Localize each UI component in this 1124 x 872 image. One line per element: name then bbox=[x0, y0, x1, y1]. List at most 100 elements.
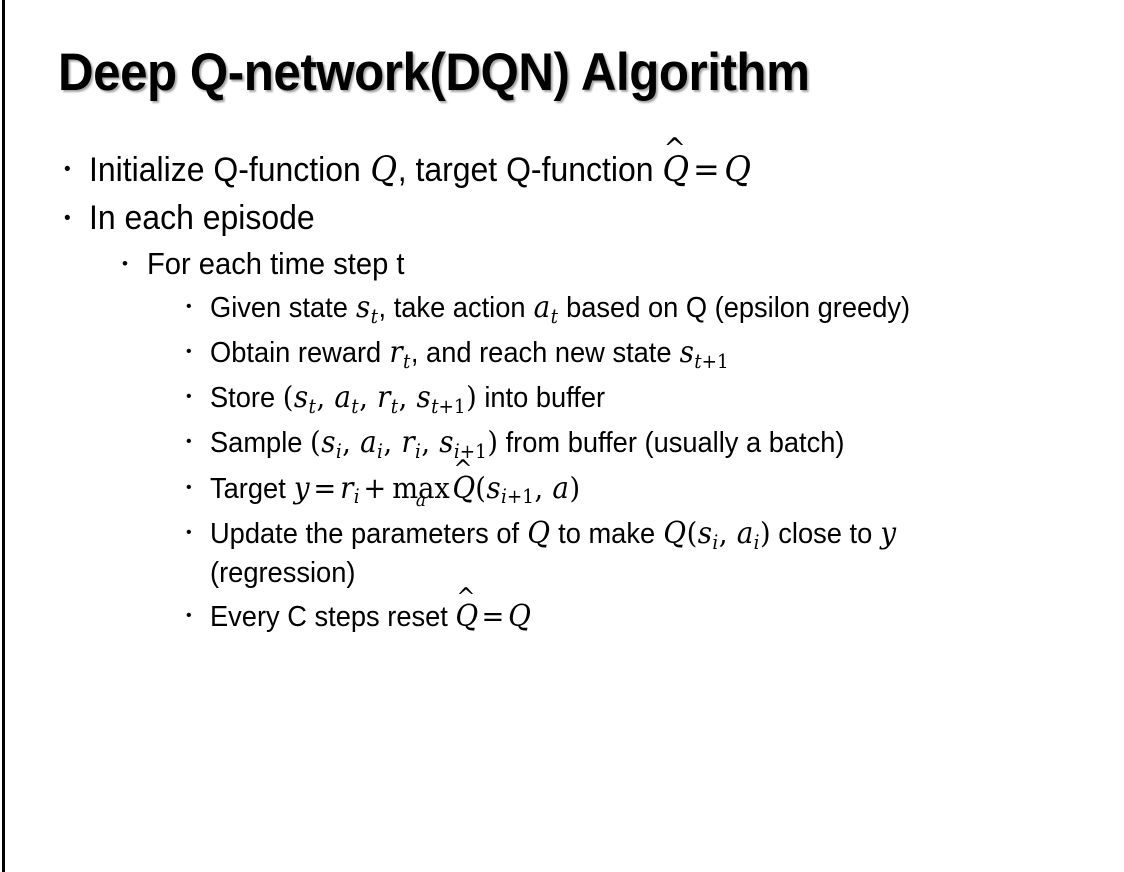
circumflex-accent-icon: ^ bbox=[456, 582, 476, 612]
algorithm-bullet-list: • Initialize Q-function Q, target Q-funct… bbox=[0, 131, 1124, 640]
math-operator: = bbox=[481, 598, 505, 633]
math-hat-variable: ^Q bbox=[452, 454, 476, 505]
math-punctuation: , bbox=[383, 425, 401, 460]
math-variable: Q bbox=[724, 150, 751, 190]
bullet-text-run: to make bbox=[550, 517, 663, 550]
math-variable: ai bbox=[360, 425, 383, 464]
bullet-text-run: into buffer bbox=[476, 382, 606, 415]
math-variable: Q bbox=[663, 515, 687, 550]
bullet-point-icon: • bbox=[186, 342, 192, 360]
page-title: Deep Q-network(DQN) Algorithm bbox=[58, 43, 810, 102]
math-subscript: t bbox=[550, 304, 558, 328]
bullet-text-run: , and reach new state bbox=[410, 336, 680, 369]
math-variable: ai bbox=[736, 515, 760, 554]
math-operator: = bbox=[313, 470, 337, 505]
bullet-content: Every C steps reset ^Q=Q bbox=[210, 585, 1047, 637]
bullet-initialize-q: • Initialize Q-function Q, target Q-funct… bbox=[0, 131, 1124, 193]
bullet-in-each-episode: •In each episode bbox=[0, 197, 1124, 241]
math-punctuation: ) bbox=[487, 425, 499, 460]
math-variable: at bbox=[533, 289, 558, 328]
math-subscript: i bbox=[335, 440, 342, 464]
math-variable: ri bbox=[401, 425, 421, 464]
math-punctuation: , bbox=[718, 515, 737, 550]
math-punctuation: , bbox=[398, 380, 416, 415]
math-subscript: t+1 bbox=[431, 394, 466, 418]
bullet-update-parameters: •Update the parameters of Q to make Q(si… bbox=[0, 514, 1124, 593]
bullet-text-run: For each time step t bbox=[147, 246, 405, 282]
bullet-text-run: Initialize Q-function bbox=[89, 151, 370, 189]
math-variable: y bbox=[293, 470, 310, 505]
bullet-text-run: Store bbox=[210, 382, 283, 415]
bullet-point-icon: • bbox=[186, 388, 192, 406]
bullet-text-run: based on Q (epsilon greedy) bbox=[558, 291, 911, 324]
bullet-text-run: (regression) bbox=[210, 556, 356, 589]
math-variable: st bbox=[356, 289, 379, 328]
math-variable: Q bbox=[508, 598, 531, 633]
bullet-content: Initialize Q-function Q, target Q-functi… bbox=[89, 131, 1062, 193]
bullet-point-icon: • bbox=[186, 478, 192, 496]
math-punctuation: , bbox=[534, 470, 552, 505]
math-variable: y bbox=[880, 515, 897, 550]
math-subscript: t bbox=[390, 394, 399, 418]
math-operator: = bbox=[692, 150, 720, 190]
bullet-content: Sample (si, ai, ri, si+1) from buffer (u… bbox=[210, 423, 1047, 464]
bullet-point-icon: • bbox=[186, 523, 192, 541]
bullet-text-run: close to bbox=[770, 517, 880, 550]
bullet-content: For each time step t bbox=[147, 244, 1065, 284]
bullet-for-each-time-step: • For each time step t bbox=[0, 244, 1124, 284]
math-underset-index: a bbox=[415, 489, 427, 511]
math-hat-variable: ^Q bbox=[662, 131, 690, 190]
math-variable: rt bbox=[377, 380, 399, 418]
math-subscript: t+1 bbox=[694, 349, 729, 373]
math-punctuation: ( bbox=[475, 470, 486, 505]
math-subscript: t bbox=[402, 349, 411, 373]
math-punctuation: , bbox=[316, 380, 334, 415]
bullet-point-icon: • bbox=[64, 159, 71, 180]
math-variable: si bbox=[697, 515, 719, 554]
bullet-content: Store (st, at, rt, st+1) into buffer bbox=[210, 378, 1047, 419]
bullet-text-run: Target bbox=[210, 472, 294, 505]
math-punctuation: ) bbox=[569, 470, 581, 505]
math-subscript: i bbox=[353, 485, 360, 509]
math-variable: Q bbox=[527, 515, 551, 550]
bullet-content: Obtain reward rt, and reach new state st… bbox=[210, 333, 1047, 374]
math-punctuation: ) bbox=[760, 515, 771, 550]
bullet-point-icon: • bbox=[186, 297, 192, 315]
bullet-point-icon: • bbox=[186, 433, 192, 451]
math-subscript: i bbox=[414, 440, 421, 464]
bullet-content: In each episode bbox=[89, 197, 1062, 241]
math-subscript: t bbox=[370, 304, 379, 328]
math-punctuation: ( bbox=[686, 515, 698, 550]
math-punctuation: , bbox=[421, 425, 439, 460]
math-variable: si+1 bbox=[439, 425, 487, 464]
bullet-text-run: Every C steps reset bbox=[210, 600, 456, 633]
bullet-point-icon: • bbox=[122, 254, 128, 274]
math-variable: si bbox=[321, 425, 342, 464]
bullet-text-run: Sample bbox=[210, 427, 311, 460]
bullet-text-run: Obtain reward bbox=[210, 336, 389, 369]
math-subscript: i bbox=[377, 440, 383, 464]
bullet-obtain-reward: • Obtain reward rt, and reach new state s… bbox=[0, 333, 1124, 374]
bullet-every-c-steps-reset: •Every C steps reset ^Q=Q bbox=[0, 585, 1124, 637]
slide-left-edge-bar bbox=[2, 0, 5, 872]
math-variable: Q bbox=[370, 150, 398, 190]
math-punctuation: , bbox=[359, 380, 377, 415]
math-subscript: i+1 bbox=[501, 485, 534, 509]
math-subscript: t bbox=[308, 394, 316, 418]
math-variable: ri bbox=[340, 470, 360, 509]
bullet-content: Update the parameters of Q to make Q(si,… bbox=[210, 514, 1047, 593]
math-subscript: i+1 bbox=[453, 440, 487, 464]
bullet-store-into-buffer: • Store (st, at, rt, st+1) into buffer bbox=[0, 378, 1124, 419]
math-variable: rt bbox=[389, 334, 411, 373]
math-subscript: i bbox=[712, 530, 719, 554]
math-variable: si+1 bbox=[486, 470, 534, 509]
math-subscript: t bbox=[351, 394, 359, 418]
math-variable: a bbox=[552, 470, 569, 505]
math-variable: st+1 bbox=[416, 380, 466, 418]
bullet-text-run: Update the parameters of bbox=[210, 517, 527, 550]
circumflex-accent-icon: ^ bbox=[453, 454, 473, 484]
